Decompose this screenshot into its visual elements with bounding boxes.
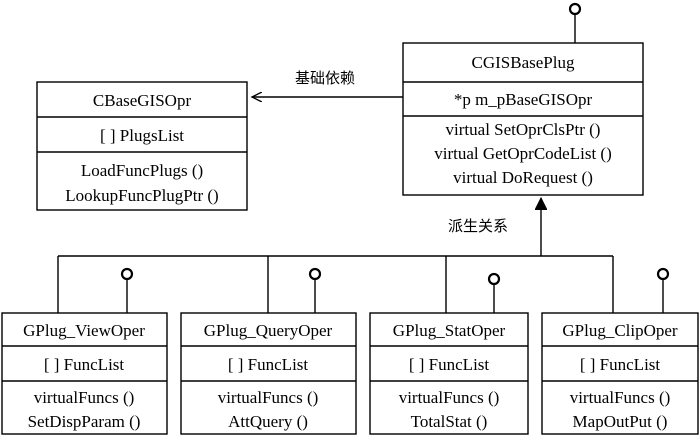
class-name: CGISBasePlug bbox=[472, 53, 575, 72]
class-attribute: [ ] FuncList bbox=[409, 355, 490, 374]
class-method: virtual SetOprClsPtr () bbox=[446, 120, 601, 139]
class-name: GPlug_QueryOper bbox=[204, 321, 333, 340]
class-method: virtualFuncs () bbox=[399, 388, 500, 407]
interface-lollipop-icon bbox=[656, 267, 670, 281]
interface-lollipop-icon bbox=[120, 267, 134, 281]
class-method: AttQuery () bbox=[228, 412, 308, 431]
class-attribute: *p m_pBaseGISOpr bbox=[454, 90, 593, 109]
class-name: GPlug_ClipOper bbox=[562, 321, 678, 340]
class-method: virtualFuncs () bbox=[570, 388, 671, 407]
class-name: CBaseGISOpr bbox=[93, 91, 192, 110]
class-attribute: [ ] PlugsList bbox=[100, 126, 184, 145]
class-gplug-query-oper: GPlug_QueryOper [ ] FuncList virtualFunc… bbox=[180, 267, 357, 435]
class-method: LoadFuncPlugs () bbox=[81, 161, 203, 180]
class-gplug-stat-oper: GPlug_StatOper [ ] FuncList virtualFuncs… bbox=[369, 272, 529, 435]
class-name: GPlug_ViewOper bbox=[23, 321, 145, 340]
class-method: virtual DoRequest () bbox=[453, 168, 593, 187]
class-cbase-gis-opr: CBaseGISOpr [ ] PlugsList LoadFuncPlugs … bbox=[36, 81, 248, 211]
class-method: virtual GetOprCodeList () bbox=[434, 144, 612, 163]
class-cgis-base-plug: CGISBasePlug *p m_pBaseGISOpr virtual Se… bbox=[402, 2, 644, 196]
class-box bbox=[369, 312, 529, 435]
class-box bbox=[36, 81, 248, 211]
interface-lollipop-icon bbox=[568, 2, 582, 16]
dependency-label: 基础依赖 bbox=[295, 69, 355, 87]
interface-lollipop-icon bbox=[487, 272, 501, 286]
class-method: SetDispParam () bbox=[28, 412, 141, 431]
class-box bbox=[1, 312, 168, 435]
class-gplug-clip-oper: GPlug_ClipOper [ ] FuncList virtualFuncs… bbox=[541, 267, 699, 435]
class-box bbox=[402, 42, 644, 196]
class-method: virtualFuncs () bbox=[34, 388, 135, 407]
class-method: TotalStat () bbox=[411, 412, 488, 431]
inheritance-relation: 派生关系 bbox=[57, 198, 614, 313]
class-method: LookupFuncPlugPtr () bbox=[65, 186, 218, 205]
class-method: virtualFuncs () bbox=[218, 388, 319, 407]
class-attribute: [ ] FuncList bbox=[580, 355, 661, 374]
class-attribute: [ ] FuncList bbox=[44, 355, 125, 374]
dependency-relation: 基础依赖 bbox=[252, 69, 403, 97]
class-gplug-view-oper: GPlug_ViewOper [ ] FuncList virtualFuncs… bbox=[1, 267, 168, 435]
class-name: GPlug_StatOper bbox=[393, 321, 506, 340]
inheritance-label: 派生关系 bbox=[448, 217, 508, 235]
class-method: MapOutPut () bbox=[573, 412, 668, 431]
class-box bbox=[180, 312, 357, 435]
interface-lollipop-icon bbox=[308, 267, 322, 281]
class-box bbox=[541, 312, 699, 435]
class-attribute: [ ] FuncList bbox=[228, 355, 309, 374]
